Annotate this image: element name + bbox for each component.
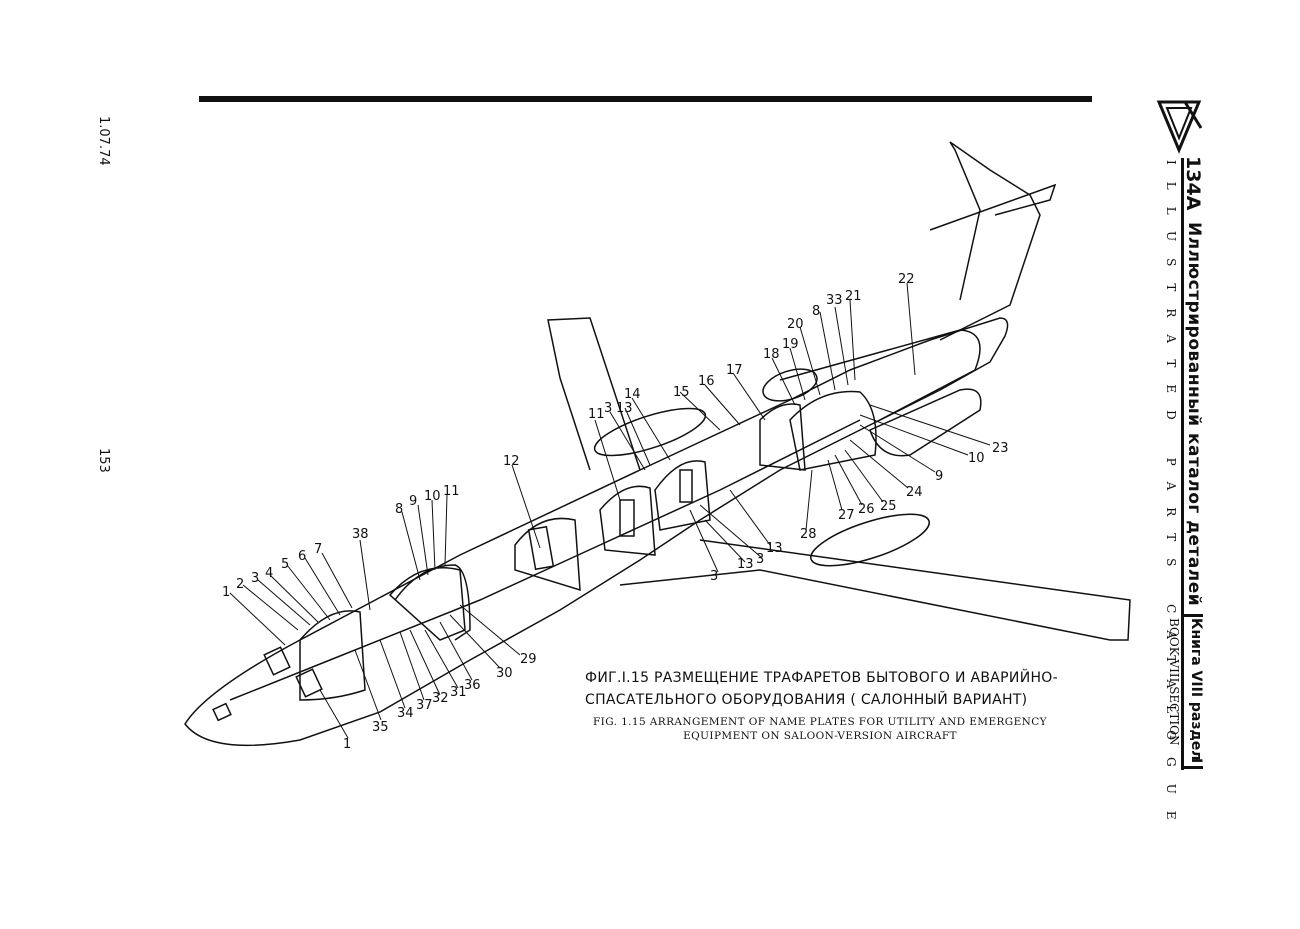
callout-label: 13 <box>766 541 783 556</box>
callout-label: 2 <box>236 577 244 592</box>
callout-numbers: 1 2 3 4 5 6 7 38 8 9 10 11 12 11 3 13 14… <box>222 272 1009 752</box>
callout-label: 31 <box>450 685 467 700</box>
caption-en-line2: EQUIPMENT ON SALOON-VERSION AIRCRAFT <box>683 730 957 742</box>
callout-label: 24 <box>906 485 923 500</box>
callout-label: 1 <box>222 585 230 600</box>
bulkhead-rear-2 <box>759 403 806 471</box>
callout-label: 1 <box>343 737 351 752</box>
callout-label: 25 <box>880 499 897 514</box>
lower-wing <box>619 539 1131 641</box>
fuselage-outline <box>184 317 1009 747</box>
rear-door <box>679 469 693 503</box>
callout-label: 14 <box>624 387 641 402</box>
bulkhead-forward <box>388 567 466 641</box>
bulkhead-mid-1 <box>514 517 581 592</box>
callout-label: 34 <box>397 706 414 721</box>
callout-label: 23 <box>992 441 1009 456</box>
callout-label: 11 <box>588 407 605 422</box>
callout-label: 27 <box>838 508 855 523</box>
header-rule <box>199 96 1092 102</box>
tupolev-logo <box>1156 100 1203 154</box>
callout-label: 9 <box>935 469 943 484</box>
callout-label: 7 <box>314 542 322 557</box>
callout-label: 36 <box>464 678 481 693</box>
callout-label: 13 <box>737 557 754 572</box>
callout-label: 15 <box>673 385 690 400</box>
bulkhead-rear-1 <box>654 460 711 531</box>
caption-en-line1: FIG. 1.15 ARRANGEMENT OF NAME PLATES FOR… <box>592 716 1048 728</box>
callout-label: 29 <box>520 652 537 667</box>
callout-label: 3 <box>604 401 612 416</box>
caption-ru-line1: ФИГ.I.15 РАЗМЕЩЕНИЕ ТРАФАРЕТОВ БЫТОВОГО … <box>585 670 1058 686</box>
callout-label: 28 <box>800 527 817 542</box>
callout-label: 3 <box>756 552 764 567</box>
bulkhead-aft <box>789 390 877 471</box>
callout-label: 16 <box>698 374 715 389</box>
callout-label: 32 <box>432 691 449 706</box>
header-tick <box>1181 614 1203 617</box>
callout-label: 18 <box>763 347 780 362</box>
callout-label: 11 <box>443 484 460 499</box>
header-bottom-rule <box>1181 766 1203 769</box>
callout-label: 3 <box>710 569 718 584</box>
horizontal-stabilizer <box>929 183 1057 231</box>
callout-label: 10 <box>968 451 985 466</box>
callout-label: 3 <box>251 571 259 586</box>
engine-nacelle-lower <box>869 388 982 457</box>
callout-label: 17 <box>726 363 743 378</box>
galley-door <box>619 499 635 537</box>
callout-label: 21 <box>845 289 862 304</box>
callout-label: 19 <box>782 337 799 352</box>
upper-wing <box>547 317 641 471</box>
callout-label: 8 <box>812 304 820 319</box>
cabin-floor <box>229 419 861 701</box>
callout-label: 35 <box>372 720 389 735</box>
callout-label: 4 <box>265 566 273 581</box>
callout-label: 37 <box>416 698 433 713</box>
header-vertical-rule <box>1181 158 1184 770</box>
engine-nacelle <box>779 329 981 421</box>
callout-label: 13 <box>616 401 633 416</box>
callout-label: 26 <box>858 502 875 517</box>
cabin-door <box>527 525 555 571</box>
pilot-seat-right <box>295 668 323 698</box>
engine-nacelle-upper <box>762 368 818 402</box>
callout-label: 22 <box>898 272 915 287</box>
pilot-seat-left <box>263 646 291 676</box>
callout-label: 38 <box>352 527 369 542</box>
vertical-tail <box>939 141 1041 341</box>
callout-label: 6 <box>298 549 306 564</box>
callout-label: 12 <box>503 454 520 469</box>
cockpit-panel <box>212 702 232 722</box>
callout-label: 10 <box>424 489 441 504</box>
bulkhead-galley <box>394 564 471 641</box>
callout-leaders <box>229 282 991 739</box>
callout-label: 20 <box>787 317 804 332</box>
callout-label: 8 <box>395 502 403 517</box>
callout-label: 30 <box>496 666 513 681</box>
wing-pod-upper <box>593 407 707 457</box>
callout-label: 5 <box>281 557 289 572</box>
callout-label: 33 <box>826 293 843 308</box>
bulkhead-cockpit <box>299 610 366 701</box>
caption-ru-line2: СПАСАТЕЛЬНОГО ОБОРУДОВАНИЯ ( САЛОННЫЙ ВА… <box>585 692 1028 708</box>
bulkhead-mid-2 <box>599 485 656 556</box>
callout-label: 9 <box>409 494 417 509</box>
wing-pod-lower <box>810 513 930 567</box>
